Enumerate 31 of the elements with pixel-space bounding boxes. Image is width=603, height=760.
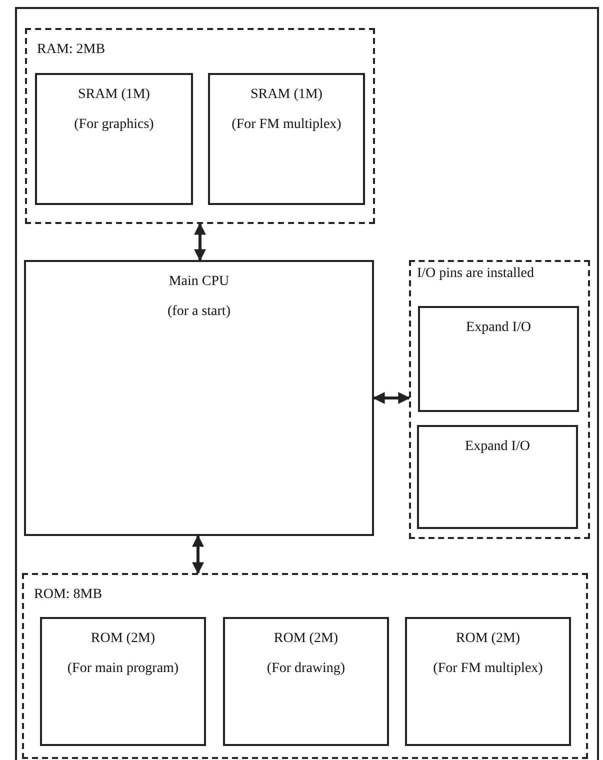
component-box [208,73,365,205]
double-arrow [372,392,410,404]
component-purpose: (for a start) [168,304,230,320]
component-name: SRAM (1M) [78,87,150,103]
component-name: ROM (2M) [456,631,520,647]
component-name: ROM (2M) [274,631,338,647]
group-label: RAM: 2MB [37,42,106,58]
component-name: Expand I/O [466,320,531,336]
component-box [417,425,578,529]
dashed-group-box [22,573,588,759]
component-box [24,260,374,536]
component-purpose: (For FM multiplex) [232,117,342,133]
group-label: I/O pins are installed [417,266,534,282]
component-box [40,617,206,746]
component-name: SRAM (1M) [250,87,322,103]
component-box [35,73,193,205]
component-purpose: (For graphics) [74,117,154,133]
double-arrow [194,222,206,262]
component-name: Expand I/O [465,439,530,455]
component-name: Main CPU [168,274,230,290]
component-name: ROM (2M) [90,631,156,647]
component-box [223,617,389,746]
group-label: ROM: 8MB [34,587,102,603]
component-box [405,617,571,746]
component-purpose: (For drawing) [266,661,346,677]
double-arrow [192,534,204,574]
component-purpose: (For FM multiplex) [433,661,543,677]
component-box [418,306,579,412]
dashed-group-box [409,260,590,539]
component-purpose: (For main program) [67,661,179,677]
dashed-group-box [25,28,375,224]
